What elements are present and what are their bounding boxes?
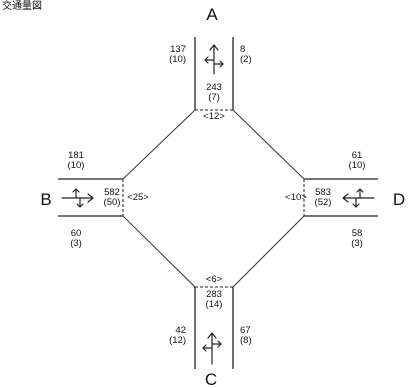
b-top-volume: 181 [68,150,84,161]
arrow-icon-b [61,188,94,208]
c-left-volume: 42 [175,325,186,336]
node-label-a: A [206,5,218,24]
c-through-volume: 283 [206,289,222,300]
b-bottom-volume: 60 [71,228,82,239]
c-left-heavy: (12) [169,335,186,346]
c-right-volume: 67 [240,325,251,336]
diagram-header: 交通量図 [2,0,42,12]
a-through-volume: 243 [206,82,222,93]
c-through-heavy: (14) [206,299,223,310]
a-pedestrians: <12> [203,111,225,122]
d-bottom-heavy: (3) [351,238,363,249]
c-right-heavy: (8) [240,335,252,346]
d-bottom-volume: 58 [352,228,363,239]
d-top-volume: 61 [352,150,363,161]
link-a-b [122,109,196,180]
d-pedestrians: <10> [285,192,307,203]
arrow-icon-a [204,44,224,75]
c-pedestrians: <6> [206,274,223,285]
node-label-d: D [393,190,405,209]
b-pedestrians: <25> [127,192,149,203]
a-through-heavy: (7) [208,92,220,103]
node-label-c: C [205,370,217,388]
arrow-icon-c [202,332,222,365]
d-top-heavy: (10) [349,160,366,171]
d-through-heavy: (52) [315,197,332,208]
link-a-d [232,109,305,180]
b-through-heavy: (50) [104,197,121,208]
node-label-b: B [40,190,51,209]
a-right-volume: 8 [240,44,245,55]
link-d-c [232,215,305,288]
a-left-volume: 137 [170,44,186,55]
a-left-heavy: (10) [169,54,186,65]
link-b-c [122,215,196,288]
a-right-heavy: (2) [240,54,252,65]
b-top-heavy: (10) [68,160,85,171]
b-through-volume: 582 [104,187,120,198]
arrow-icon-d [342,188,375,208]
d-through-volume: 583 [315,187,331,198]
b-bottom-heavy: (3) [70,238,82,249]
